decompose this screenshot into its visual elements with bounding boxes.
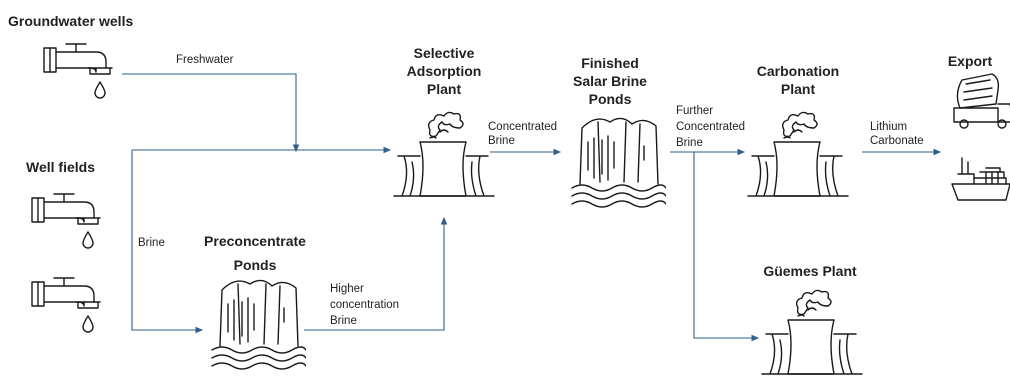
brine-branch-line: [131, 150, 204, 334]
freshwater-label: Freshwater: [176, 54, 234, 66]
groundwater-faucet-icon: [43, 43, 113, 99]
svg-text:Concentrated: Concentrated: [488, 121, 557, 133]
concentrated-brine-label: Concentrated Brine: [488, 121, 557, 147]
guemes-plant-tower-icon: [761, 289, 863, 375]
truck-icon: [953, 73, 1010, 129]
svg-text:Higher: Higher: [330, 283, 364, 295]
svg-text:Brine: Brine: [488, 135, 515, 147]
adsorption-plant-tower-icon: [393, 111, 495, 197]
export-label: Export: [948, 53, 993, 69]
finished-ponds-icon: [571, 117, 666, 208]
svg-text:Brine: Brine: [676, 137, 703, 149]
freshwater-flow-line: [122, 73, 300, 153]
well-field-faucet-icon-2: [31, 277, 101, 333]
svg-text:Finished: Finished: [581, 55, 639, 71]
carbonation-plant-label: Carbonation Plant: [757, 63, 839, 97]
preconcentrate-ponds-label: Preconcentrate Ponds: [204, 233, 306, 273]
svg-text:Brine: Brine: [330, 315, 357, 327]
svg-text:Carbonation: Carbonation: [757, 63, 839, 79]
svg-text:concentration: concentration: [330, 299, 399, 311]
carbonation-plant-tower-icon: [747, 111, 849, 197]
svg-text:Further: Further: [676, 105, 713, 117]
finished-ponds-label: Finished Salar Brine Ponds: [573, 55, 647, 107]
further-concentrated-brine-label: Further Concentrated Brine: [676, 105, 745, 149]
well-field-faucet-icon: [31, 193, 101, 249]
svg-text:Plant: Plant: [781, 81, 816, 97]
higher-concentration-flow-line: [304, 216, 448, 331]
guemes-branch-line: [693, 152, 760, 342]
preconcentrate-ponds-icon: [211, 279, 306, 370]
groundwater-wells-label: Groundwater wells: [8, 13, 133, 29]
svg-text:Ponds: Ponds: [589, 91, 632, 107]
svg-text:Preconcentrate: Preconcentrate: [204, 233, 306, 249]
svg-text:Ponds: Ponds: [234, 257, 277, 273]
svg-text:Lithium: Lithium: [870, 121, 907, 133]
higher-concentration-brine-label: Higher concentration Brine: [330, 283, 399, 327]
svg-text:Carbonate: Carbonate: [870, 135, 924, 147]
lithium-carbonate-label: Lithium Carbonate: [870, 121, 924, 147]
flow-lines: [122, 73, 942, 342]
svg-text:Concentrated: Concentrated: [676, 121, 745, 133]
guemes-plant-label: Güemes Plant: [763, 263, 857, 279]
well-fields-label: Well fields: [26, 159, 95, 175]
ship-icon: [951, 157, 1010, 201]
svg-text:Plant: Plant: [427, 81, 462, 97]
selective-adsorption-label: Selective Adsorption Plant: [407, 45, 482, 97]
svg-text:Selective: Selective: [414, 45, 475, 61]
svg-text:Salar Brine: Salar Brine: [573, 73, 647, 89]
svg-text:Adsorption: Adsorption: [407, 63, 482, 79]
brine-label: Brine: [138, 237, 165, 249]
